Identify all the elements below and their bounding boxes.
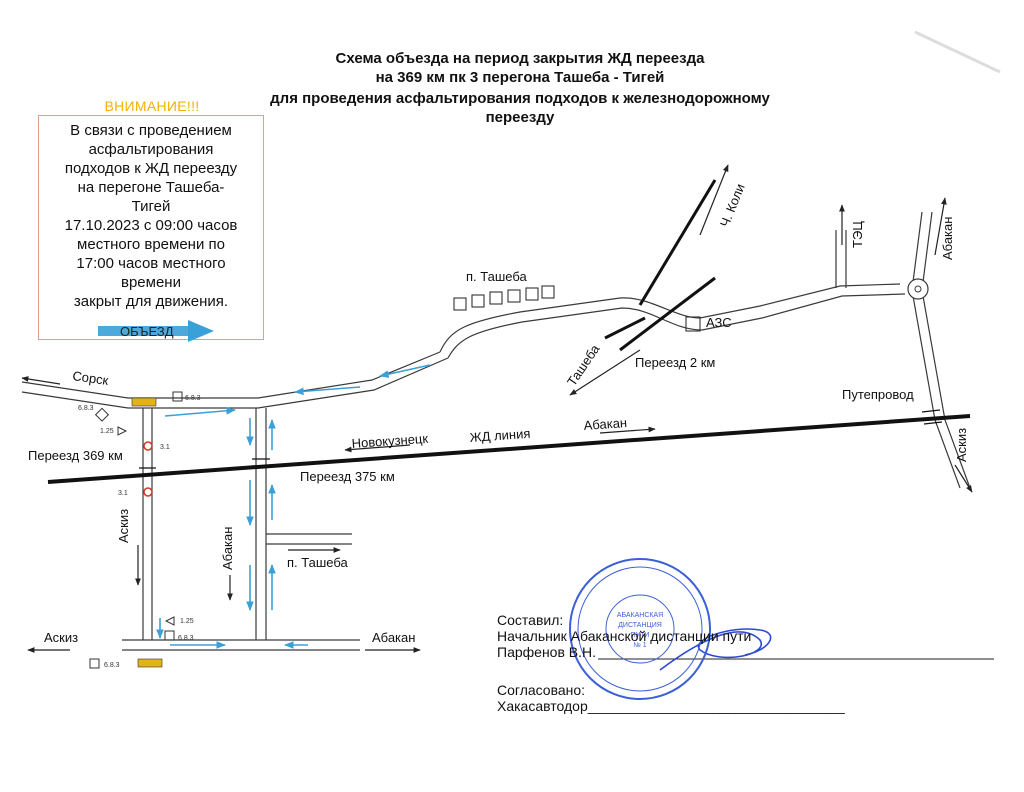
road-branch-tasheba (266, 533, 352, 545)
notice-line: Тигей (131, 198, 171, 215)
notice-line: подходов к ЖД переезду (64, 160, 238, 177)
direction-arrows (21, 164, 973, 653)
label-abakan-rail: Абакан (583, 415, 627, 433)
sign-code-683-left: 6.8.3 (104, 662, 120, 669)
road-bottom (122, 639, 360, 651)
stamp-line-3: ПУТИ (631, 632, 650, 639)
sign-683-bottom (164, 630, 175, 641)
roundabout-center (914, 285, 922, 293)
tasheba-houses (453, 285, 555, 311)
label-sorsk: Сорск (72, 368, 110, 388)
detour-label: ОБЪЕЗД (120, 324, 174, 339)
road-signs (89, 391, 183, 669)
label-tasheba-bottom: п. Ташеба (287, 555, 349, 570)
railway-main (47, 414, 971, 484)
detour-sign-top (131, 397, 157, 407)
label-tets: ТЭЦ (850, 221, 865, 248)
stamp-line-1: АБАКАНСКАЯ (617, 612, 663, 619)
label-pereezd-2: Переезд 2 км (635, 355, 715, 370)
label-ch-koli: Ч. Коли (717, 182, 748, 230)
roundabout (907, 278, 929, 300)
road-375 (255, 408, 267, 640)
label-puteprovod: Путепровод (842, 387, 914, 402)
label-pereezd-369: Переезд 369 км (28, 448, 123, 463)
label-askiz-bottom: Аскиз (44, 630, 78, 645)
official-stamp: АБАКАНСКАЯ ДИСТАНЦИЯ ПУТИ № 1 (569, 558, 711, 700)
sign-code-31-top: 3.1 (160, 444, 170, 451)
azs-square (685, 316, 701, 332)
road-sorsk-2 (21, 357, 449, 409)
label-azs: АЗС (706, 315, 732, 330)
stamp-line-4: № 1 (633, 642, 646, 649)
label-abakan-vertical: Абакан (220, 527, 235, 570)
sign-code-683-diag: 6.8.3 (78, 405, 94, 412)
overpass-marker (921, 409, 943, 425)
no-entry-sign-2 (143, 487, 153, 497)
position-label: Начальник Абаканской дистанции пути (497, 628, 752, 644)
notice-text: В связи с проведением асфальтирования по… (44, 121, 258, 311)
sign-code-125-top: 1.25 (100, 428, 114, 435)
stamp-line-2: ДИСТАНЦИЯ (618, 622, 662, 629)
stamp-center-text: АБАКАНСКАЯ ДИСТАНЦИЯ ПУТИ № 1 (617, 612, 663, 649)
notice-line: времени (121, 274, 181, 291)
notice-line: асфальтирования (88, 141, 214, 158)
crossing-375 (252, 458, 270, 467)
detour-route-arrows (156, 364, 431, 649)
notice-box (38, 115, 264, 340)
road-tasheba-top-2 (447, 293, 906, 359)
title-line-1: Схема объезда на период закрытия ЖД пере… (335, 50, 705, 67)
label-novokuznetsk: Новокузнецк (351, 431, 429, 451)
notice-line: 17:00 часов местного (76, 255, 226, 272)
notice-line: 17.10.2023 с 09:00 часов (64, 217, 238, 234)
road-tasheba-top (439, 283, 901, 353)
sign-codes: 6.8.3 6.8.3 6.8.3 6.8.3 3.1 3.1 1.25 1.2… (78, 395, 201, 669)
sign-code-683-bottom: 6.8.3 (178, 635, 194, 642)
railway-ch-koli-lower (604, 316, 646, 340)
label-askiz-vertical: Аскиз (116, 509, 131, 543)
label-zhd-line: ЖД линия (469, 426, 531, 445)
notice-line: на перегоне Ташеба- (77, 179, 225, 196)
road-sorsk (21, 351, 441, 399)
handwritten-signature (659, 628, 772, 671)
sign-125-top (117, 426, 128, 436)
sign-code-31-bottom: 3.1 (118, 490, 128, 497)
railway-ch-koli (638, 179, 717, 306)
sign-code-125-bottom: 1.25 (180, 618, 194, 625)
sign-683-top (172, 391, 183, 402)
detour-sign-bottom (137, 658, 163, 668)
label-askiz-right: Аскиз (954, 428, 969, 462)
notice-header: ВНИМАНИЕ!!! (104, 98, 200, 114)
approver-org: Хакасавтодор____________________________… (497, 698, 845, 714)
railway-tasheba-branch (619, 276, 716, 352)
sign-code-683-top: 6.8.3 (185, 395, 201, 402)
title-line-2: на 369 км пк 3 перегона Ташеба - Тигей (375, 69, 665, 86)
label-abakan-top-right: Абакан (940, 217, 955, 260)
notice-line: закрыт для движения. (73, 293, 229, 310)
crossing-369 (139, 467, 156, 476)
sign-683-diag (94, 407, 110, 422)
sign-683-left (89, 658, 100, 669)
title-line-3: для проведения асфальтирования подходов … (270, 90, 770, 107)
label-pereezd-375: Переезд 375 км (300, 469, 395, 484)
soglasovano-label: Согласовано: (497, 682, 586, 698)
page-fold-mark (914, 30, 1001, 74)
label-abakan-bottom: Абакан (372, 630, 415, 645)
notice-line: В связи с проведением (70, 122, 232, 139)
road-tets (835, 230, 847, 288)
title-line-4: переезду (485, 109, 555, 126)
notice-line: местного времени по (77, 236, 225, 253)
map-labels: Сорск Переезд 369 км Переезд 375 км Пере… (28, 182, 969, 645)
road-abakan-top (912, 211, 933, 283)
no-entry-sign-1 (143, 441, 153, 451)
author-name: Парфенов В.Н. (497, 644, 597, 660)
sign-125-bottom (164, 616, 175, 626)
detour-big-arrow: ОБЪЕЗД (98, 320, 214, 342)
label-tasheba-diag: Ташеба (564, 341, 603, 389)
label-tasheba-top: п. Ташеба (466, 269, 528, 284)
sostavil-label: Составил: (497, 612, 564, 628)
